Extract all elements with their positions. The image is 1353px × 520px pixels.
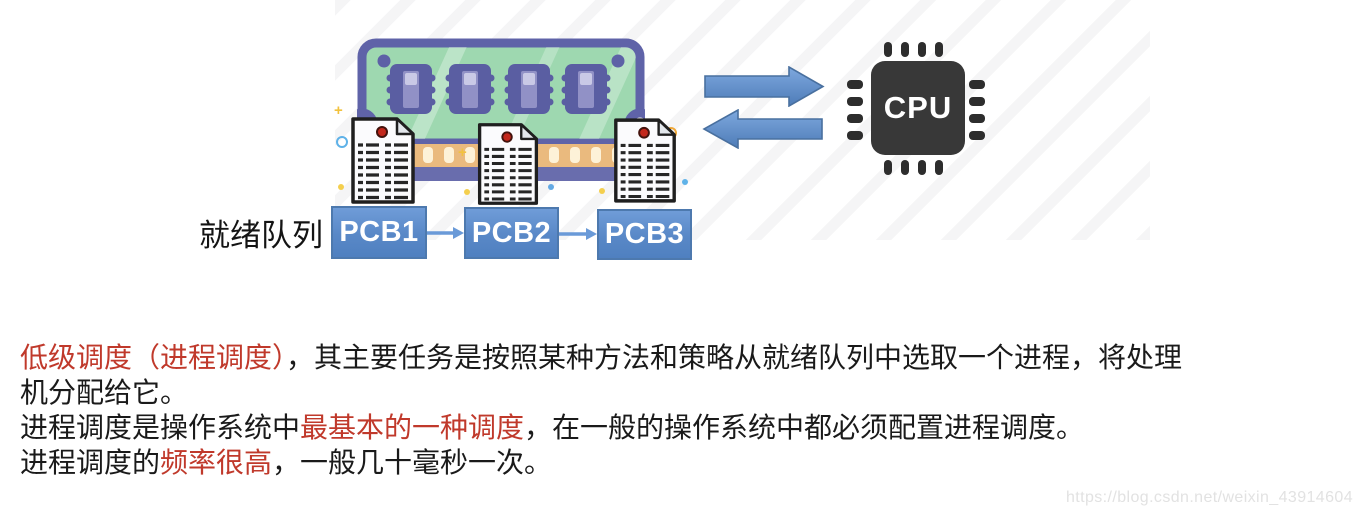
cpu-pin	[935, 160, 943, 175]
cpu-pin	[969, 80, 985, 89]
text-segment: ，在一般的操作系统中都必须配置进程调度。	[524, 413, 1085, 444]
cpu-label: CPU	[883, 90, 953, 125]
pcb1-node: PCB1	[331, 206, 427, 259]
cpu-pin	[847, 131, 863, 140]
cpu-body: CPU	[871, 61, 965, 155]
sparkle-dot-icon	[548, 184, 554, 190]
text-segment: 最基本的一种调度	[300, 413, 525, 444]
sparkle-dot-icon	[464, 189, 470, 195]
cpu-pin	[935, 42, 943, 57]
cpu-pin	[969, 97, 985, 106]
cpu-pin	[918, 160, 926, 175]
sparkle-dot-icon	[682, 179, 688, 185]
sparkle-plus-icon: +	[458, 144, 467, 161]
process-document-icon	[473, 118, 543, 210]
pcb2-node: PCB2	[464, 207, 559, 259]
text-line-2: 机分配给它。	[20, 376, 1345, 411]
sparkle-plus-icon: +	[334, 102, 343, 119]
text-line-1: 低级调度（进程调度），其主要任务是按照某种方法和策略从就绪队列中选取一个进程，将…	[20, 341, 1345, 376]
cpu-pin	[901, 42, 909, 57]
transfer-arrow-right-icon	[704, 66, 825, 107]
cpu-chip-icon: CPU	[845, 42, 990, 175]
csdn-watermark: https://blog.csdn.net/weixin_43914604	[1066, 489, 1353, 506]
text-segment: 机分配给它。	[20, 378, 189, 409]
pcb1-label: PCB1	[339, 216, 419, 248]
text-segment: ，其主要任务是按照某种方法和策略从就绪队列中选取一个进程，将处理	[286, 343, 1183, 374]
process-document-icon	[609, 112, 681, 209]
cpu-pin	[969, 114, 985, 123]
text-segment: 低级调度（进程调度）	[20, 343, 287, 374]
sparkle-dot-icon	[338, 184, 344, 190]
text-line-4: 进程调度的频率很高，一般几十毫秒一次。	[20, 446, 1345, 481]
pcb3-label: PCB3	[604, 218, 685, 250]
sparkle-ring-icon	[336, 136, 348, 148]
pcb3-node: PCB3	[597, 209, 692, 260]
cpu-pin	[884, 42, 892, 57]
cpu-pin	[847, 114, 863, 123]
queue-link-arrow-icon	[426, 227, 464, 239]
cpu-pin	[969, 131, 985, 140]
ready-queue-label: 就绪队列	[199, 218, 323, 253]
cpu-pin	[847, 97, 863, 106]
pcb2-label: PCB2	[471, 216, 552, 249]
sparkle-dot-icon	[599, 188, 605, 194]
cpu-pin	[847, 80, 863, 89]
transfer-arrow-left-icon	[702, 109, 823, 149]
explanation-text: 低级调度（进程调度），其主要任务是按照某种方法和策略从就绪队列中选取一个进程，将…	[20, 341, 1345, 481]
text-segment: 进程调度的	[20, 448, 161, 479]
text-segment: ，一般几十毫秒一次。	[272, 448, 553, 479]
cpu-pin	[884, 160, 892, 175]
text-segment: 频率很高	[160, 448, 273, 479]
text-segment: 进程调度是操作系统中	[20, 413, 301, 444]
text-line-3: 进程调度是操作系统中最基本的一种调度，在一般的操作系统中都必须配置进程调度。	[20, 411, 1345, 446]
queue-link-arrow-icon	[557, 228, 597, 240]
process-document-icon	[346, 112, 420, 209]
cpu-pin	[901, 160, 909, 175]
cpu-pin	[918, 42, 926, 57]
